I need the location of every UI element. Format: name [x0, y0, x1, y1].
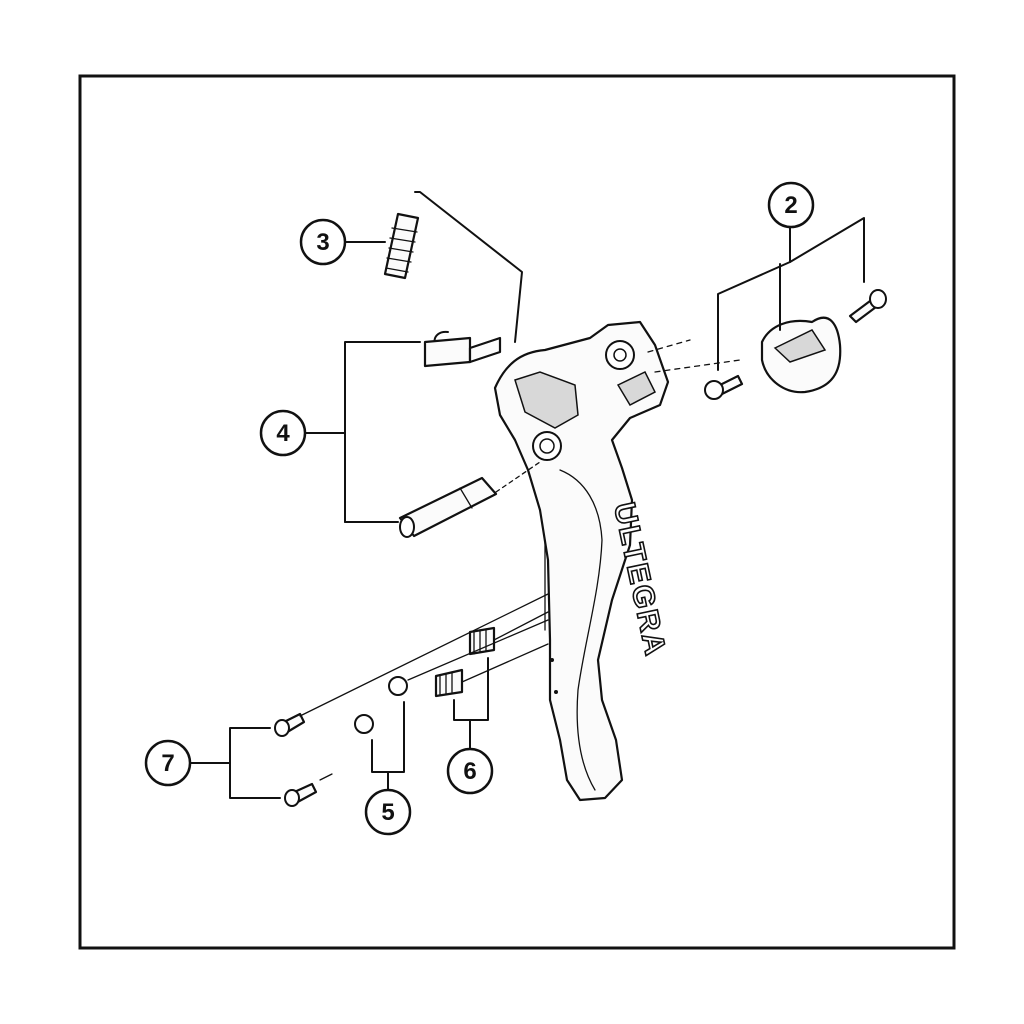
callout-4-label: 4	[276, 420, 290, 447]
callout-7: 7	[144, 739, 192, 787]
callout-3: 3	[299, 218, 386, 266]
screws-part-7	[189, 712, 318, 807]
callout-5: 5	[364, 788, 412, 836]
washers-part-5	[354, 676, 408, 791]
callout-2: 2	[767, 181, 815, 229]
callout-5-label: 5	[381, 799, 394, 826]
callout-2-label: 2	[784, 192, 797, 219]
callout-7-label: 7	[161, 750, 174, 777]
callout-4: 4	[259, 409, 307, 457]
assembly-lines	[299, 593, 549, 781]
diagram-frame	[78, 74, 956, 950]
clip-and-pin-part-4	[305, 330, 541, 538]
springs-part-6	[434, 626, 496, 751]
cable-fixing-part-2	[647, 217, 887, 400]
spring-part-3	[383, 191, 523, 343]
callout-3-label: 3	[316, 229, 329, 256]
callout-6-label: 6	[463, 758, 476, 785]
callout-6: 6	[446, 747, 494, 795]
